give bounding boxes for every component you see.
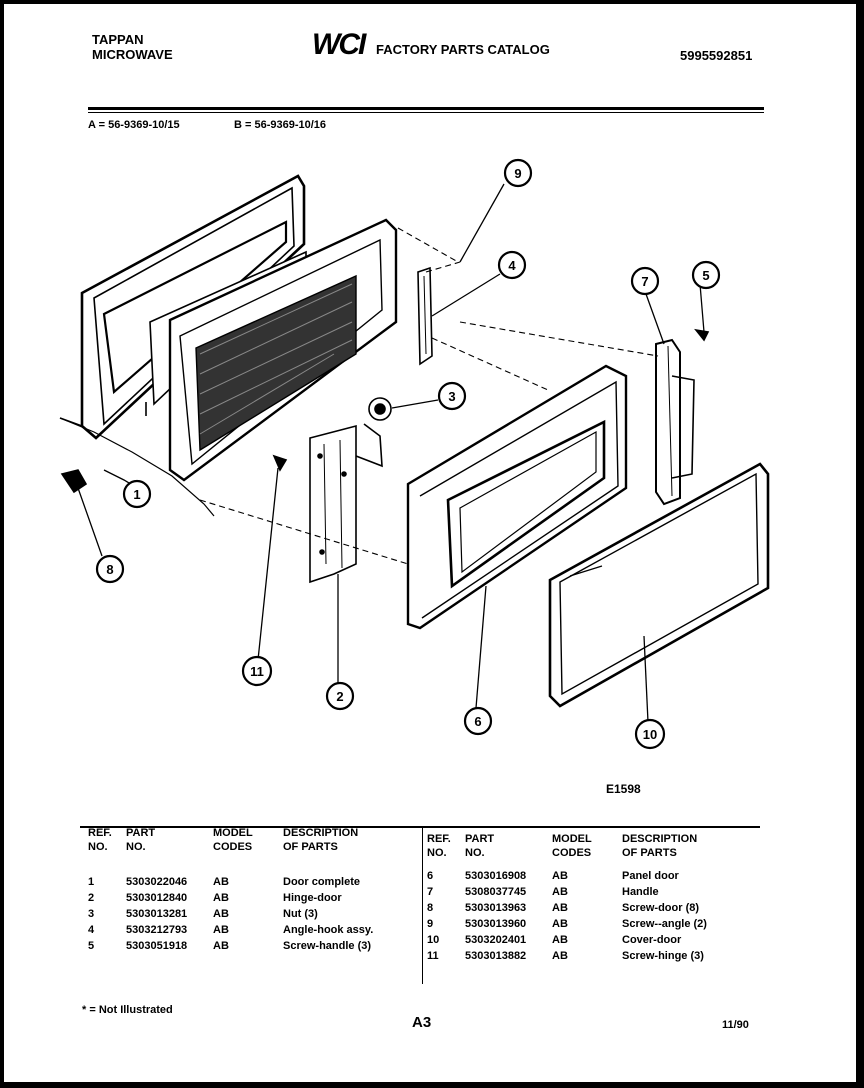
brand-name: TAPPAN MICROWAVE bbox=[92, 32, 173, 62]
page-number: A3 bbox=[412, 1014, 432, 1031]
callout-9: 9 bbox=[514, 166, 521, 181]
callout-8: 8 bbox=[106, 562, 113, 577]
callout-6-circle bbox=[463, 706, 493, 736]
callout-7: 7 bbox=[641, 274, 648, 289]
handle-part bbox=[655, 338, 695, 506]
table-column-divider bbox=[422, 828, 423, 984]
callout-1-circle bbox=[122, 479, 152, 509]
model-b-label: B = 56-9369-10/16 bbox=[234, 119, 327, 131]
table-row: 3 5303013281 AB Nut (3) bbox=[88, 908, 318, 920]
brand-line-2: MICROWAVE bbox=[92, 47, 173, 62]
header-part: PART NO. bbox=[126, 827, 156, 853]
callout-10-circle bbox=[634, 718, 666, 750]
header-rule-thin bbox=[88, 112, 764, 113]
callout-10: 10 bbox=[643, 727, 657, 742]
header-model: MODEL CODES bbox=[552, 833, 592, 859]
inner-door-mesh-part bbox=[168, 218, 398, 482]
table-row: 9 5303013960 AB Screw--angle (2) bbox=[427, 918, 707, 930]
table-row: 11 5303013882 AB Screw-hinge (3) bbox=[427, 950, 704, 962]
callout-8-circle bbox=[95, 554, 125, 584]
header-desc: DESCRIPTION OF PARTS bbox=[622, 833, 698, 859]
callout-7-circle bbox=[630, 266, 660, 296]
callout-5-circle bbox=[691, 260, 721, 290]
callout-5: 5 bbox=[702, 268, 709, 283]
callout-6: 6 bbox=[474, 714, 481, 729]
table-row: 7 5308037745 AB Handle bbox=[427, 886, 659, 898]
brand-line-1: TAPPAN bbox=[92, 32, 144, 47]
callout-2-circle bbox=[325, 681, 355, 711]
callout-9-circle bbox=[503, 158, 533, 188]
hinge-door-part bbox=[309, 424, 357, 584]
door-screw-part bbox=[60, 469, 88, 494]
header-ref: REF. NO. bbox=[427, 833, 451, 859]
table-header: REF. NO. PART NO. MODEL CODES DESCRIPTIO… bbox=[427, 826, 763, 868]
callout-4: 4 bbox=[508, 258, 516, 273]
revision-date: 11/90 bbox=[722, 1019, 749, 1031]
catalog-page: TAPPAN MICROWAVE WCI FACTORY PARTS CATAL… bbox=[4, 4, 856, 1082]
table-top-rule bbox=[80, 826, 760, 828]
front-door-part bbox=[406, 364, 628, 630]
header-model: MODEL CODES bbox=[213, 827, 253, 853]
footnote: * = Not Illustrated bbox=[82, 1004, 173, 1016]
exploded-parts-diagram: 1 2 3 4 5 6 7 8 9 10 11 bbox=[59, 158, 770, 750]
callout-1: 1 bbox=[133, 487, 140, 502]
model-a-label: A = 56-9369-10/15 bbox=[88, 119, 180, 131]
angle-hook-part bbox=[417, 266, 433, 366]
table-row: 5 5303051918 AB Screw-handle (3) bbox=[88, 940, 372, 952]
callout-3: 3 bbox=[448, 389, 455, 404]
table-row: 1 5303022046 AB Door complete bbox=[88, 876, 361, 888]
callout-11: 11 bbox=[250, 664, 264, 679]
header-rule-thick bbox=[88, 107, 764, 110]
header-ref: REF. NO. bbox=[88, 827, 112, 853]
hinge-screw-part bbox=[272, 454, 288, 472]
handle-screw-part bbox=[694, 328, 710, 342]
callout-4-circle bbox=[497, 250, 527, 280]
table-header: REF. NO. PART NO. MODEL CODES DESCRIPTIO… bbox=[88, 826, 424, 862]
callout-11-circle bbox=[241, 655, 273, 687]
cover-door-part bbox=[548, 462, 770, 708]
callout-2: 2 bbox=[336, 689, 343, 704]
table-row: 4 5303212793 AB Angle-hook assy. bbox=[88, 924, 374, 936]
parts-table-left: REF. NO. PART NO. MODEL CODES DESCRIPTIO… bbox=[88, 826, 424, 954]
catalog-number: 5995592851 bbox=[680, 48, 753, 63]
wci-logo: WCI bbox=[312, 28, 366, 61]
catalog-title: FACTORY PARTS CATALOG bbox=[376, 42, 550, 57]
table-row: 6 5303016908 AB Panel door bbox=[427, 870, 679, 882]
callout-3-circle bbox=[437, 381, 467, 411]
table-row: 2 5303012840 AB Hinge-door bbox=[88, 892, 342, 904]
table-row: 8 5303013963 AB Screw-door (8) bbox=[427, 902, 700, 914]
parts-table-right: REF. NO. PART NO. MODEL CODES DESCRIPTIO… bbox=[427, 826, 763, 964]
table-row: 10 5303202401 AB Cover-door bbox=[427, 934, 682, 946]
header-desc: DESCRIPTION OF PARTS bbox=[283, 827, 359, 853]
header-part: PART NO. bbox=[465, 833, 495, 859]
diagram-code: E1598 bbox=[606, 782, 641, 796]
